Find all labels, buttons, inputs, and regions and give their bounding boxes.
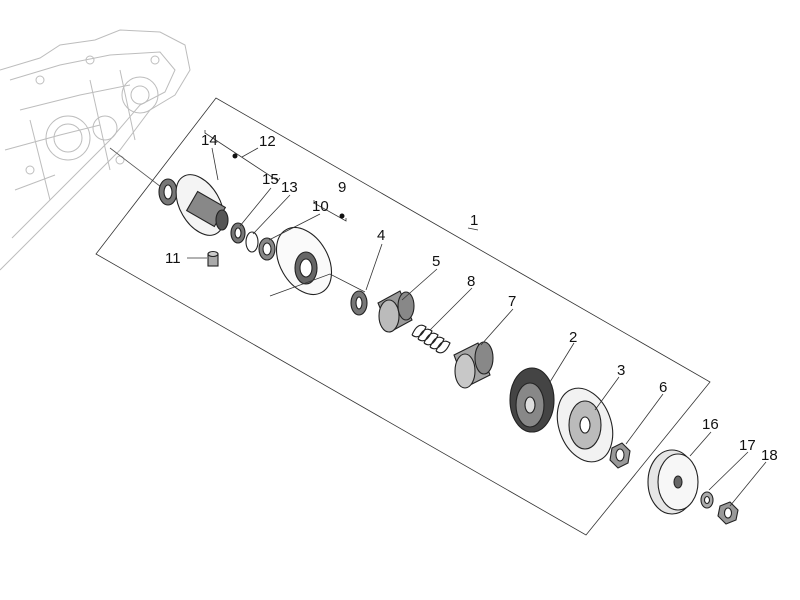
callout-4: 4	[377, 227, 385, 244]
callout-8: 8	[467, 273, 475, 290]
shaft-axis	[109, 147, 166, 191]
part-18-nut	[717, 501, 739, 525]
part-17-washer	[700, 491, 714, 509]
part-8-spring	[411, 324, 451, 354]
callout-14: 14	[201, 132, 218, 149]
callout-7: 7	[508, 293, 516, 310]
leader-lines	[187, 147, 767, 507]
part-10-ring	[258, 237, 276, 261]
callout-12: 12	[259, 133, 276, 150]
part-2-clutch	[509, 367, 555, 433]
dot-12	[232, 153, 238, 159]
part-6-nut	[609, 442, 631, 469]
callout-6: 6	[659, 379, 667, 396]
callout-18: 18	[761, 447, 778, 464]
callout-10: 10	[312, 198, 329, 215]
part-16-clutch-bell	[647, 449, 699, 515]
dot-9	[339, 213, 345, 219]
callout-13: 13	[281, 179, 298, 196]
part-15-bearing	[230, 222, 246, 244]
part-12-fixed-pulley	[175, 174, 229, 236]
bracket-9	[313, 200, 347, 222]
part-14-seal	[158, 178, 178, 206]
part-13-oring	[245, 231, 259, 253]
part-4-seal	[350, 290, 368, 316]
callout-16: 16	[702, 416, 719, 433]
callout-3: 3	[617, 362, 625, 379]
assembly-frame-1	[95, 97, 711, 536]
crankcase-outline	[0, 29, 191, 271]
part-5-sleeve	[377, 290, 415, 333]
bracket-12	[204, 130, 281, 182]
callout-2: 2	[569, 329, 577, 346]
callout-15: 15	[262, 171, 279, 188]
callout-5: 5	[432, 253, 440, 270]
part-7-bushing	[453, 341, 494, 389]
part-9-movable-pulley	[275, 227, 333, 295]
part-11-screw	[207, 250, 219, 267]
callout-17: 17	[739, 437, 756, 454]
callout-9: 9	[338, 179, 346, 196]
callout-1: 1	[470, 212, 478, 229]
callout-11: 11	[165, 250, 181, 267]
part-3-fan-pulley	[556, 387, 614, 463]
